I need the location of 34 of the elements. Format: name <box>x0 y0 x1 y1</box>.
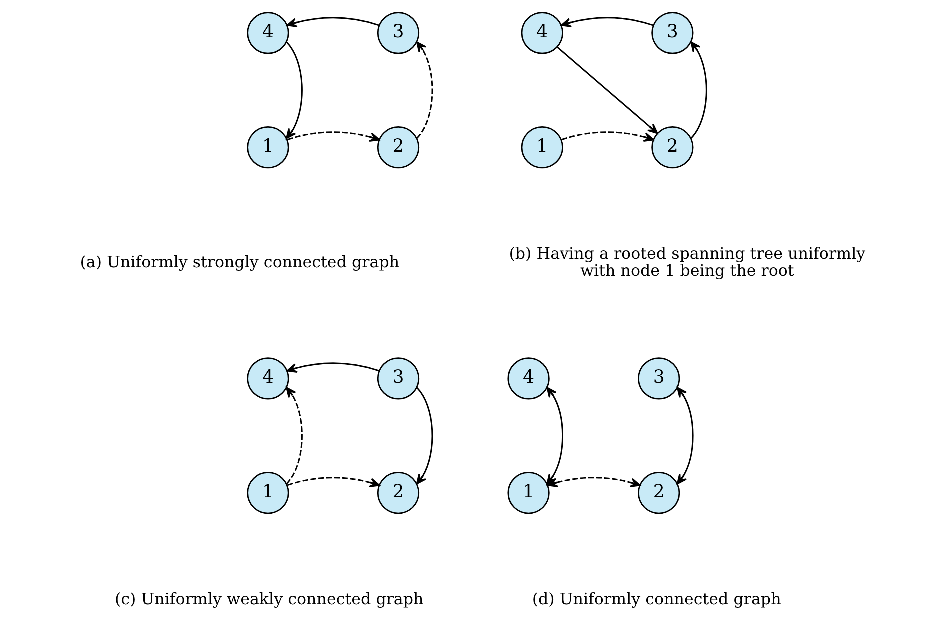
node-circle: 1 <box>246 126 289 169</box>
node-circle: 3 <box>651 12 694 54</box>
label: (a) Uniformly strongly connected graph <box>80 252 400 272</box>
node-circle: 4 <box>520 12 563 54</box>
arrow <box>556 46 658 134</box>
node-circle: 3 <box>376 12 420 54</box>
node-circle: 3 <box>638 358 680 400</box>
arrow <box>676 387 694 485</box>
node-circle: 4 <box>246 12 289 54</box>
node-circle: 2 <box>638 472 680 514</box>
node-circle: 1 <box>246 472 289 514</box>
node-circle: 2 <box>651 126 694 169</box>
arrow <box>560 17 654 28</box>
node-circle: 1 <box>507 472 550 514</box>
arrow <box>561 132 654 142</box>
arrow <box>546 477 640 488</box>
node-circle: 2 <box>376 126 420 169</box>
arrow <box>286 132 380 142</box>
label: (c) Uniformly weakly connected graph <box>114 589 424 608</box>
arrow <box>286 17 380 28</box>
node-circle: 4 <box>246 358 289 400</box>
arrow <box>286 362 380 374</box>
node-circle: 1 <box>520 126 563 169</box>
node-circle: 4 <box>507 358 550 400</box>
node-circle: 2 <box>376 472 420 514</box>
arrow <box>286 477 380 488</box>
label: (b) Having a rooted spanning tree uniformly with node 1 being the root <box>508 244 866 280</box>
label: (d) Uniformly connected graph <box>532 589 781 608</box>
arrow <box>286 42 302 140</box>
node-circle: 3 <box>376 358 420 400</box>
arrow <box>416 387 433 485</box>
arrow <box>286 387 302 484</box>
arrow <box>416 42 433 139</box>
arrow <box>690 42 707 139</box>
